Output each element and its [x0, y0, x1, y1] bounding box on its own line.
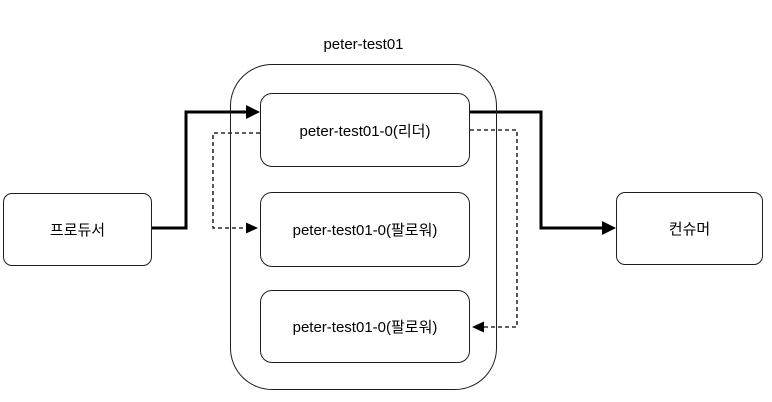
partition-follower2-box: peter-test01-0(팔로워) — [260, 290, 470, 363]
arrowhead-leader-to-follower1 — [246, 222, 258, 234]
producer-label: 프로듀서 — [49, 222, 106, 239]
partition-follower2-label: peter-test01-0(팔로워) — [292, 319, 438, 336]
arrowhead-leader-to-consumer — [602, 221, 616, 235]
topic-title: peter-test01 — [323, 36, 404, 53]
topic-group-container — [230, 64, 497, 390]
partition-follower1-box: peter-test01-0(팔로워) — [260, 192, 470, 267]
partition-leader-box: peter-test01-0(리더) — [260, 93, 470, 167]
consumer-box: 컨슈머 — [616, 192, 763, 265]
edge-leader-to-follower2 — [470, 129, 518, 328]
arrowhead-producer-to-leader — [246, 105, 260, 119]
edge-leader-to-follower1 — [212, 132, 260, 229]
partition-follower1-label: peter-test01-0(팔로워) — [292, 222, 438, 239]
partition-leader-label: peter-test01-0(리더) — [299, 122, 431, 140]
consumer-label: 컨슈머 — [668, 221, 711, 238]
edge-producer-to-leader — [152, 110, 247, 230]
edge-leader-to-consumer — [470, 110, 603, 230]
arrowhead-leader-to-follower2 — [472, 321, 484, 333]
producer-box: 프로듀서 — [3, 193, 152, 266]
